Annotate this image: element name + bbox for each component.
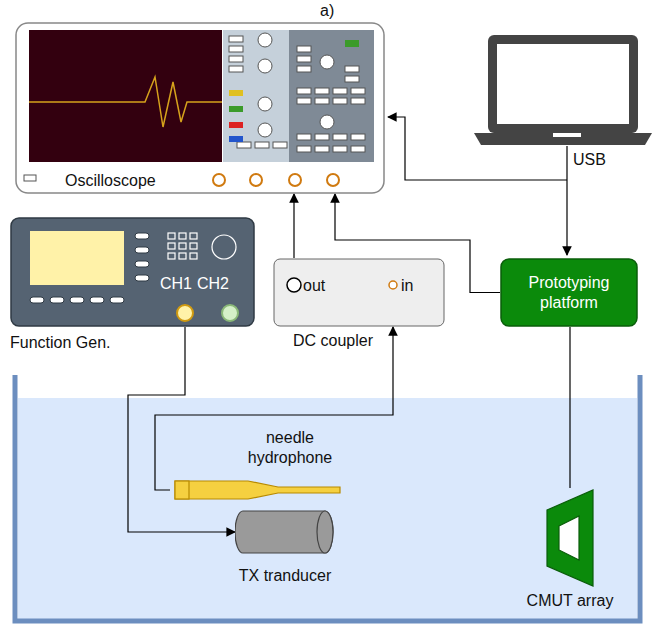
array-node: CMUT array [515,488,625,614]
usb-wire [388,117,567,180]
node-label: Oscilloscope [65,171,195,191]
node-label: Function Gen. [10,333,150,353]
transducer-symbol [235,508,335,556]
oscilloscope-symbol [15,22,385,194]
interface-label: USB [573,150,606,169]
signal-connector [128,327,235,532]
channel-label: CH1 [160,274,192,293]
instrument-box: Oscilloscope [15,22,385,194]
dc-coupler-box [273,258,445,327]
channel-label: CH2 [197,274,229,293]
node-label: Prototyping platform [506,258,632,327]
device-box: DC coupler [273,258,445,353]
node-label: TX tranducer [230,566,340,586]
laptop-icon [474,35,652,145]
water [18,398,637,619]
node-label: needle hydrophone [240,428,340,468]
node-label: DC coupler [293,331,423,351]
cmut-array-symbol [545,488,595,588]
port-label: out [303,276,325,295]
sensor-node: needle hydrophone [170,428,350,502]
signal-connector [569,327,570,488]
usb-wire [566,146,567,255]
port-label: in [401,276,413,295]
platform-box [500,258,638,327]
panel-title: a) [320,1,334,20]
hydrophone-symbol [170,478,350,502]
tank-wall [15,375,640,621]
function-generator-symbol [10,217,255,327]
signal-connector [155,327,393,490]
node-label: CMUT array [515,591,625,611]
transducer-node: TX tranducer [230,508,340,592]
signal-connector [293,194,294,258]
process-box: Prototyping platform [500,258,638,327]
